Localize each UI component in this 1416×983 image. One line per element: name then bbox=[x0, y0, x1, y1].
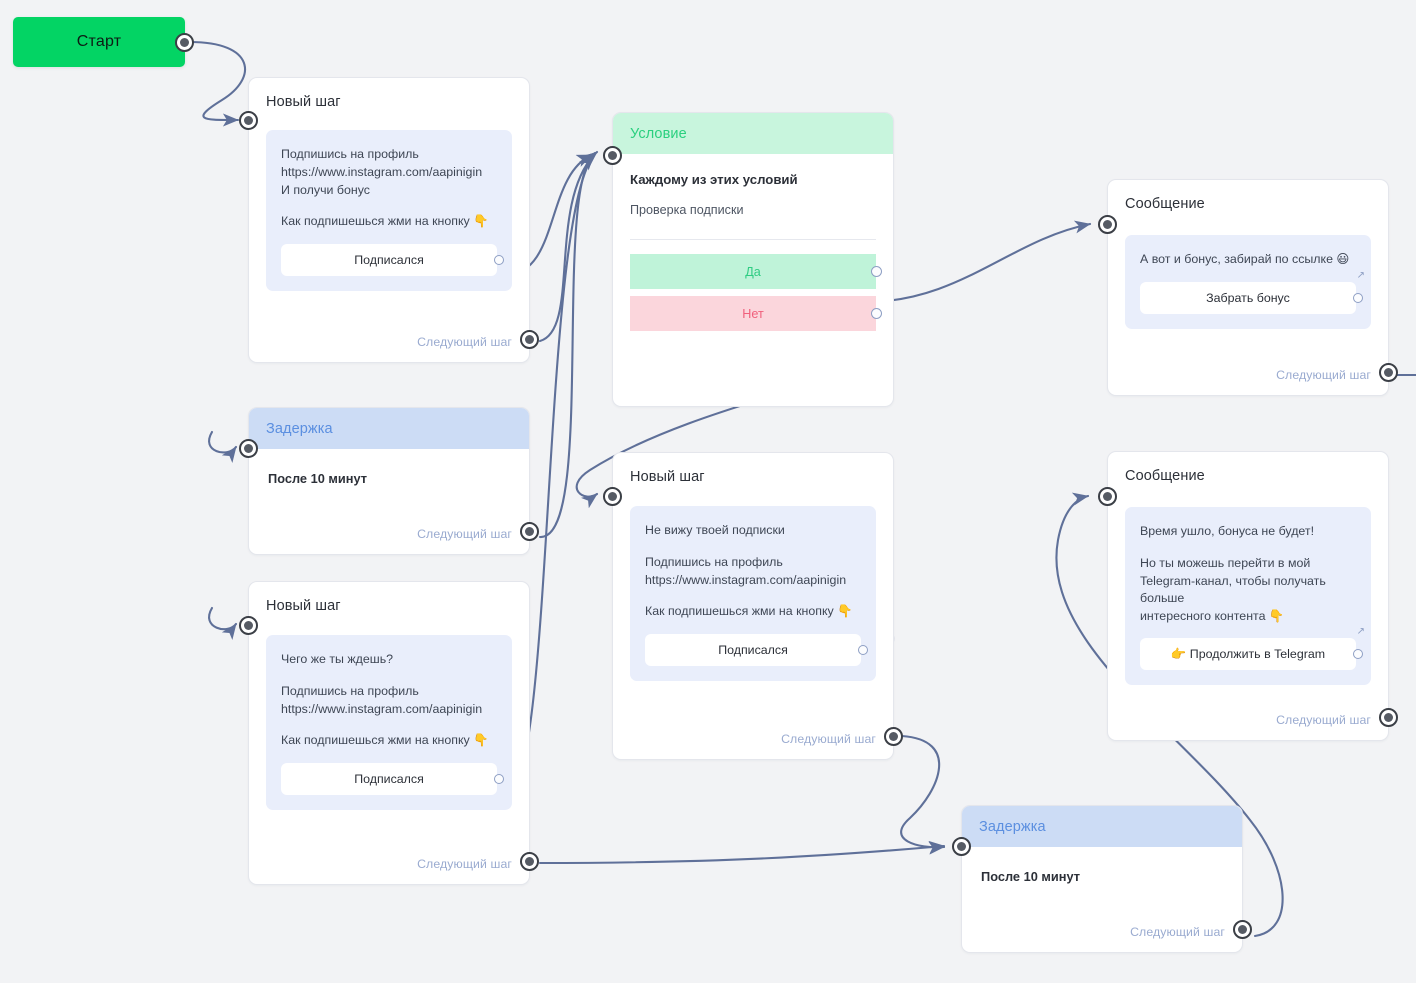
button-output-port[interactable] bbox=[494, 254, 504, 265]
message-text-1: Подпишись на профиль https://www.instagr… bbox=[281, 147, 483, 197]
edge-step1-next-to-condition bbox=[538, 153, 596, 343]
node-band-delay: Задержка bbox=[249, 408, 529, 449]
port-step-no-subscription-out[interactable] bbox=[884, 727, 903, 746]
message-bubble: Подпишись на профиль https://www.instagr… bbox=[266, 130, 512, 291]
bubble-button-subscribed[interactable]: Подписался bbox=[281, 762, 504, 795]
port-message-bonus-in[interactable] bbox=[1098, 215, 1117, 234]
node-band-label: Условие bbox=[630, 125, 687, 142]
external-link-icon: ↗ bbox=[1356, 270, 1365, 281]
message-text-2: Подпишись на профиль https://www.instagr… bbox=[645, 555, 847, 587]
delay-text: После 10 минут bbox=[268, 471, 367, 486]
port-step-waiting-out[interactable] bbox=[520, 852, 539, 871]
node-title: Новый шаг bbox=[630, 469, 705, 485]
bubble-button-label: Подписался bbox=[718, 642, 788, 657]
port-step-waiting-in[interactable] bbox=[239, 616, 258, 635]
condition-option-no[interactable]: Нет bbox=[630, 296, 882, 331]
edge-into-step-waiting bbox=[208, 606, 238, 641]
message-text-1: Не вижу твоей подписки bbox=[645, 523, 785, 538]
node-delay-bottom[interactable]: Задержка После 10 минут Следующий шаг bbox=[952, 805, 1252, 953]
port-step-no-subscription-in[interactable] bbox=[603, 487, 622, 506]
button-output-port[interactable] bbox=[494, 773, 504, 784]
message-text-3: Как подпишешься жми на кнопку 👇 bbox=[645, 604, 853, 619]
bubble-button-subscribed[interactable]: Подписался bbox=[645, 633, 868, 666]
port-start-out[interactable] bbox=[175, 33, 194, 52]
port-delay-bottom-out[interactable] bbox=[1233, 920, 1252, 939]
condition-option-no-label: Нет bbox=[742, 306, 764, 321]
message-bubble: А вот и бонус, забирай по ссылке 😃 Забра… bbox=[1125, 235, 1371, 329]
next-step-label: Следующий шаг bbox=[417, 857, 512, 871]
start-label: Старт bbox=[76, 33, 122, 50]
port-delay-bottom-in[interactable] bbox=[952, 837, 971, 856]
node-band-label: Задержка bbox=[266, 420, 333, 437]
port-step-subscribe-in[interactable] bbox=[239, 111, 258, 130]
message-text-3: Как подпишешься жми на кнопку 👇 bbox=[281, 733, 489, 748]
edge-into-delaytop bbox=[208, 430, 238, 464]
condition-subtitle: Проверка подписки bbox=[630, 203, 744, 217]
node-step-no-subscription[interactable]: Новый шаг Не вижу твоей подписки Подпиши… bbox=[603, 452, 903, 760]
bubble-button-label: Подписался bbox=[354, 771, 424, 786]
port-message-telegram-out[interactable] bbox=[1379, 708, 1398, 727]
port-step-subscribe-out[interactable] bbox=[520, 330, 539, 349]
bubble-button-label: 👉 Продолжить в Telegram bbox=[1170, 646, 1326, 661]
node-step-subscribe[interactable]: Новый шаг Подпишись на профиль https://w… bbox=[239, 77, 539, 363]
node-band-label: Задержка bbox=[979, 818, 1046, 835]
node-band-condition: Условие bbox=[613, 113, 893, 154]
port-message-telegram-in[interactable] bbox=[1098, 487, 1117, 506]
condition-divider bbox=[630, 239, 876, 240]
node-title: Новый шаг bbox=[266, 94, 341, 110]
next-step-label: Следующий шаг bbox=[417, 335, 512, 349]
node-delay-top[interactable]: Задержка После 10 минут Следующий шаг bbox=[239, 407, 539, 555]
port-delay-top-out[interactable] bbox=[520, 522, 539, 541]
next-step-label: Следующий шаг bbox=[1276, 713, 1371, 727]
message-text: А вот и бонус, забирай по ссылке 😃 bbox=[1140, 252, 1350, 267]
bubble-button-subscribed[interactable]: Подписался bbox=[281, 243, 504, 276]
bubble-button-claim-bonus[interactable]: Забрать бонус ↗ bbox=[1140, 271, 1365, 314]
button-output-port[interactable] bbox=[1353, 293, 1363, 303]
condition-title: Каждому из этих условий bbox=[630, 172, 798, 187]
port-condition-in[interactable] bbox=[603, 146, 622, 165]
next-step-label: Следующий шаг bbox=[1130, 925, 1225, 939]
port-message-bonus-out[interactable] bbox=[1379, 363, 1398, 382]
edge-condition-yes-to-message bbox=[864, 220, 1092, 304]
message-text-1: Время ушло, бонуса не будет! bbox=[1140, 524, 1315, 539]
button-output-port[interactable] bbox=[858, 644, 868, 655]
bubble-button-continue-telegram[interactable]: 👉 Продолжить в Telegram ↗ bbox=[1140, 627, 1365, 671]
condition-body: Каждому из этих условий Проверка подписк… bbox=[613, 154, 893, 331]
next-step-label: Следующий шаг bbox=[417, 527, 512, 541]
node-message-bonus[interactable]: Сообщение А вот и бонус, забирай по ссыл… bbox=[1098, 179, 1398, 396]
condition-option-yes-label: Да bbox=[745, 264, 761, 279]
node-title: Сообщение bbox=[1125, 468, 1205, 484]
message-text-2: Как подпишешься жми на кнопку 👇 bbox=[281, 214, 489, 229]
edge-start-to-step1 bbox=[188, 40, 247, 127]
button-output-port[interactable] bbox=[1353, 649, 1363, 660]
bubble-button-label: Подписался bbox=[354, 252, 424, 267]
port-delay-top-in[interactable] bbox=[239, 439, 258, 458]
bubble-button-label: Забрать бонус bbox=[1206, 291, 1290, 305]
edge-step3-next-to-delaybottom bbox=[538, 840, 946, 865]
edge-step2-next-to-delaybottom bbox=[900, 734, 946, 855]
next-step-label: Следующий шаг bbox=[1276, 368, 1371, 382]
delay-text: После 10 минут bbox=[981, 869, 1080, 884]
node-band-delay: Задержка bbox=[962, 806, 1242, 847]
message-text-2: Подпишись на профиль https://www.instagr… bbox=[281, 684, 483, 716]
condition-option-yes[interactable]: Да bbox=[630, 254, 882, 289]
next-step-label: Следующий шаг bbox=[781, 732, 876, 746]
port-condition-yes-out[interactable] bbox=[871, 266, 882, 277]
message-bubble: Не вижу твоей подписки Подпишись на проф… bbox=[630, 506, 876, 681]
node-message-telegram[interactable]: Сообщение Время ушло, бонуса не будет! Н… bbox=[1098, 451, 1398, 741]
node-title: Новый шаг bbox=[266, 598, 341, 614]
node-start[interactable]: Старт bbox=[13, 17, 194, 67]
node-condition[interactable]: Условие Каждому из этих условий Проверка… bbox=[603, 112, 894, 407]
message-text-1: Чего же ты ждешь? bbox=[281, 652, 394, 667]
port-condition-no-out[interactable] bbox=[871, 308, 882, 319]
node-title: Сообщение bbox=[1125, 196, 1205, 212]
message-bubble: Время ушло, бонуса не будет! Но ты можеш… bbox=[1125, 507, 1371, 686]
message-text-2: Но ты можешь перейти в мой Telegram-кана… bbox=[1140, 556, 1326, 623]
message-bubble: Чего же ты ждешь? Подпишись на профиль h… bbox=[266, 635, 512, 810]
edge-delaytop-next-to-condition bbox=[538, 151, 597, 539]
external-link-icon: ↗ bbox=[1356, 626, 1365, 638]
node-step-waiting[interactable]: Новый шаг Чего же ты ждешь? Подпишись на… bbox=[239, 581, 539, 885]
